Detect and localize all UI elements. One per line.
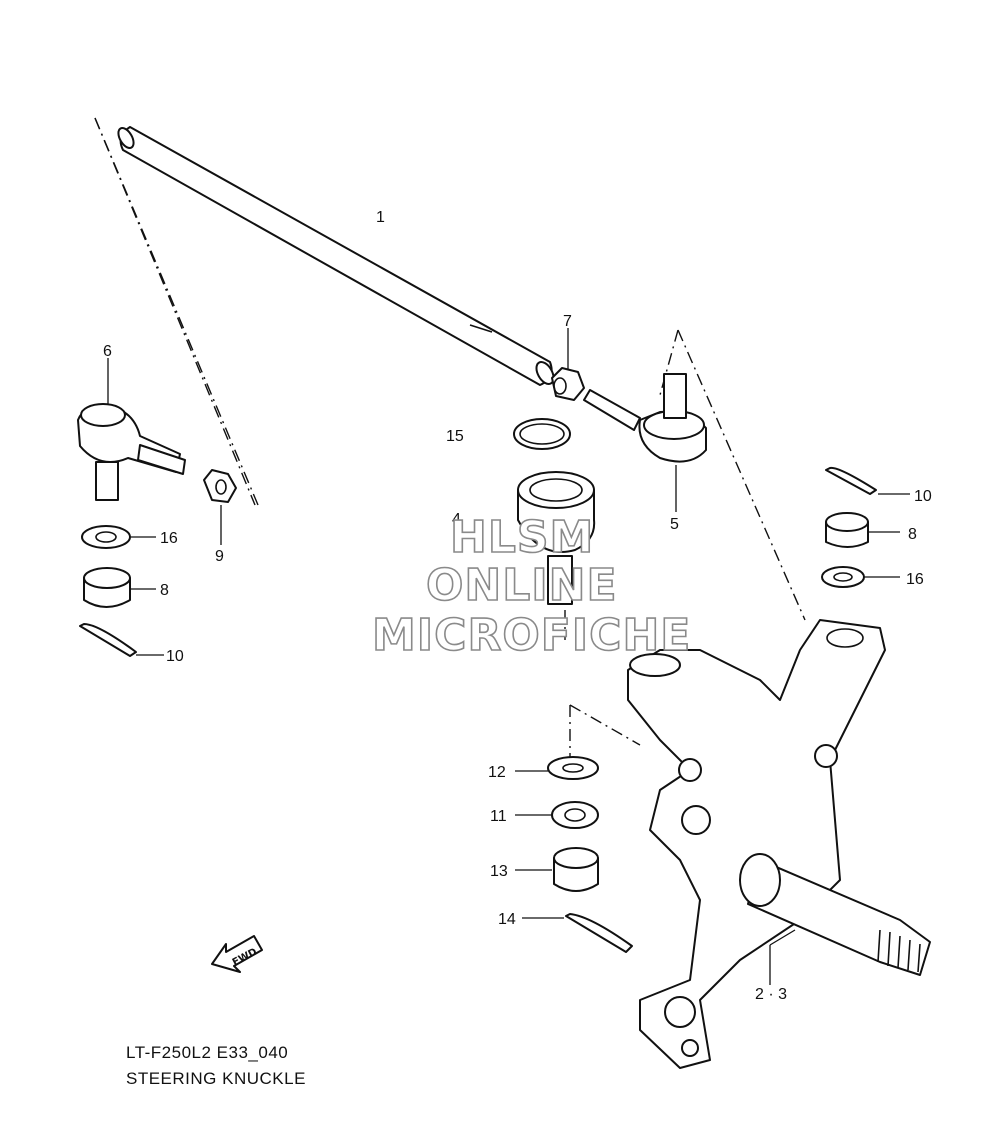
model-code: LT-F250L2 E33_040 [126,1043,289,1062]
nut-7 [551,367,585,401]
nut-9 [203,469,237,503]
callout-10-right: 10 [914,488,932,505]
callout-9: 9 [215,548,224,565]
callout-7: 7 [563,313,572,330]
callout-4: 4 [452,511,461,528]
lower-hardware-stack [547,756,633,953]
callout-11: 11 [490,808,507,825]
callout-2-3: 2 · 3 [755,986,787,1003]
callout-8-left: 8 [160,582,169,599]
callout-1: 1 [376,209,385,226]
callout-6: 6 [103,343,112,360]
tie-rod [117,126,555,386]
watermark-line-2: ONLINE [426,560,618,611]
callout-10-left: 10 [166,648,184,665]
left-hardware-stack [79,525,137,657]
steering-knuckle [627,619,931,1069]
tie-rod-end-left [77,403,186,501]
watermark-line-1: HLSM [450,512,594,563]
callout-labels: 1 2 · 3 4 5 6 7 8 8 9 10 10 11 12 13 14 … [103,209,932,1003]
tie-rod-end-right [583,373,707,463]
callout-16-right: 16 [906,571,924,588]
callout-12: 12 [488,764,506,781]
watermark-line-3: MICROFICHE [372,610,691,661]
circlip-15 [513,418,571,450]
callout-14: 14 [498,911,516,928]
callout-15: 15 [446,428,464,445]
ball-joint-4 [517,471,596,605]
watermark: HLSM ONLINE MICROFICHE [371,511,691,662]
callout-16-left: 16 [160,530,178,547]
callout-13: 13 [490,863,508,880]
right-hardware-stack [821,466,877,588]
callout-5: 5 [670,516,679,533]
diagram-title: STEERING KNUCKLE [126,1069,306,1088]
callout-8-right: 8 [908,526,917,543]
leader-lines [107,328,910,985]
forward-arrow-icon: FWD [211,935,263,973]
